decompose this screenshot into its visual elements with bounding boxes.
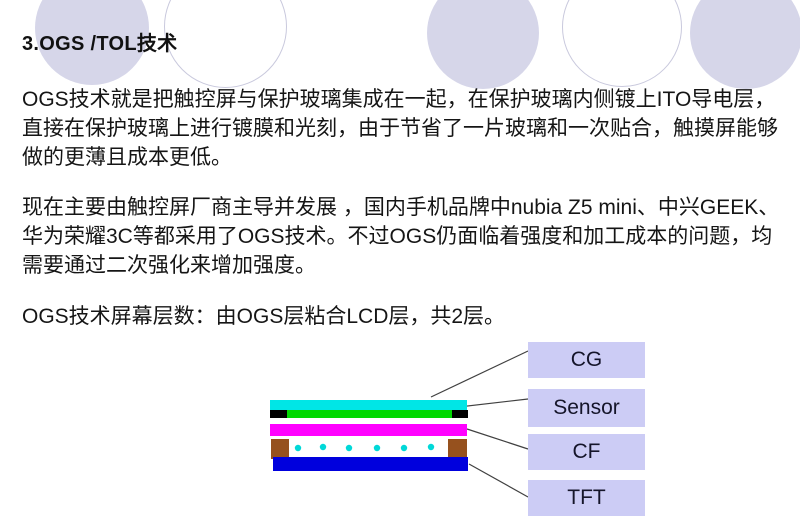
decor-circle-outlined-1 [164,0,287,88]
decor-circle-filled-3 [690,0,800,89]
connector-cg-line [430,350,529,398]
sensor-cap-right [451,410,468,418]
paragraph-ogs-adoption: 现在主要由触控屏厂商主导并发展 ，国内手机品牌中nubia Z5 mini、中兴… [22,196,780,277]
seal-post-right [448,439,467,459]
color-filter-layer [270,424,467,436]
cover-glass-layer [270,400,467,410]
lc-dot [400,444,408,452]
slide-title: 3.OGS /TOL技术 [22,33,178,55]
decor-circle-outlined-2 [562,0,682,87]
label-box-cf: CF [528,434,645,470]
lc-dot [345,444,353,452]
label-box-cg: CG [528,342,645,378]
connector-tft-line [468,463,529,498]
paragraph-ogs-intro: OGS技术就是把触控屏与保护玻璃集成在一起，在保护玻璃内侧镀上ITO导电层，直接… [22,88,778,169]
label-box-tft: TFT [528,480,645,516]
sensor-layer [287,410,452,418]
lc-dot [427,443,435,451]
lc-dot [319,443,327,451]
lc-dot [373,444,381,452]
label-box-sensor: Sensor [528,389,645,427]
tft-layer [273,457,468,471]
decor-circle-filled-2 [427,0,539,89]
lc-dot [294,444,302,452]
seal-post-left [271,439,289,459]
paragraph-ogs-layers: OGS技术屏幕层数：由OGS层粘合LCD层，共2层。 [22,305,506,328]
screen-stack-diagram [270,350,529,498]
sensor-cap-left [270,410,288,418]
connector-cf-line [466,428,529,450]
